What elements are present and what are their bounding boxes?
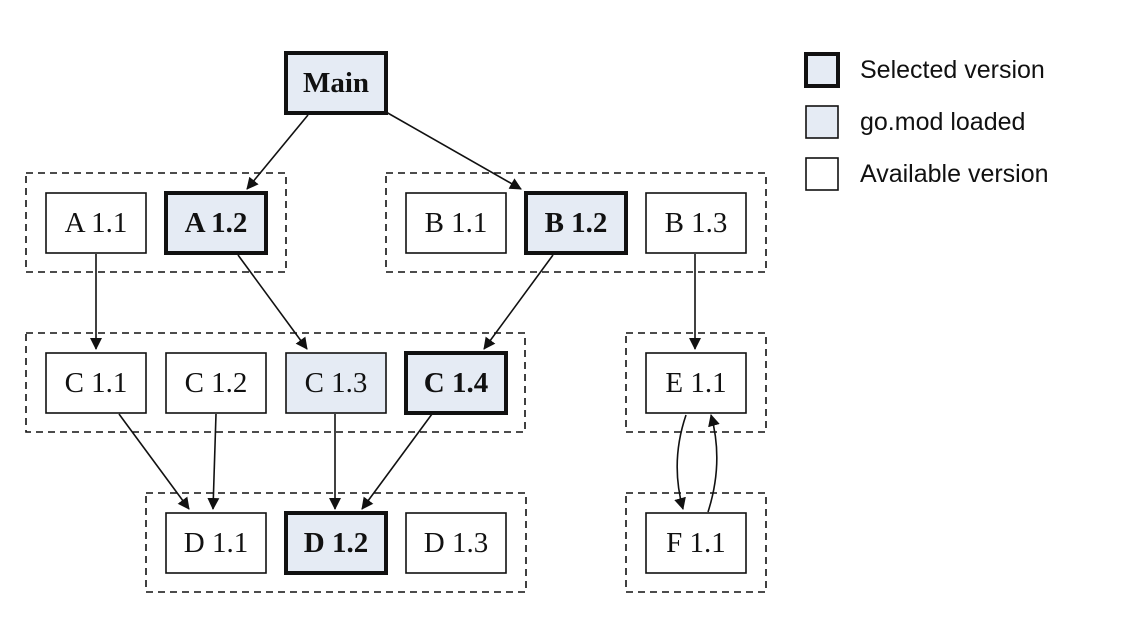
legend-item-available: Available version — [805, 157, 1049, 191]
node-e11: E 1.1 — [645, 352, 747, 414]
edge-a12-to-c13 — [237, 254, 308, 350]
legend-item-loaded: go.mod loaded — [805, 105, 1025, 139]
legend-item-selected: Selected version — [804, 52, 1045, 88]
node-main: Main — [284, 51, 388, 115]
node-label: D 1.2 — [304, 527, 368, 559]
edge-main-to-a12 — [246, 114, 309, 190]
module-groups — [25, 172, 767, 593]
node-label: B 1.3 — [665, 207, 728, 239]
legend-label: go.mod loaded — [860, 108, 1025, 136]
node-b13: B 1.3 — [645, 192, 747, 254]
edge-main-to-b12 — [385, 111, 522, 190]
node-c11: C 1.1 — [45, 352, 147, 414]
module-group-c — [25, 332, 526, 433]
edge-c11-to-d11 — [118, 413, 190, 510]
node-label: B 1.1 — [425, 207, 488, 239]
edge-e11-to-f11 — [674, 414, 687, 510]
legend-label: Selected version — [860, 56, 1045, 84]
node-label: Main — [303, 67, 369, 99]
node-b12: B 1.2 — [524, 191, 628, 255]
node-label: B 1.2 — [545, 207, 608, 239]
node-label: E 1.1 — [665, 367, 726, 399]
legend-label: Available version — [860, 160, 1049, 188]
node-c13: C 1.3 — [285, 352, 387, 414]
node-label: C 1.3 — [305, 367, 368, 399]
node-c12: C 1.2 — [165, 352, 267, 414]
node-label: C 1.4 — [424, 367, 488, 399]
node-d12: D 1.2 — [284, 511, 388, 575]
edge-b12-to-c14 — [483, 254, 554, 350]
node-label: F 1.1 — [666, 527, 726, 559]
dependency-edges — [90, 111, 720, 513]
legend: Selected version go.mod loaded Available… — [804, 52, 1049, 191]
edge-f11-to-e11 — [707, 414, 720, 513]
node-label: C 1.1 — [65, 367, 128, 399]
node-c14: C 1.4 — [404, 351, 508, 415]
node-a11: A 1.1 — [45, 192, 147, 254]
node-f11: F 1.1 — [645, 512, 747, 574]
node-a12: A 1.2 — [164, 191, 268, 255]
edge-c12-to-d11 — [207, 413, 220, 510]
node-label: C 1.2 — [185, 367, 248, 399]
node-d11: D 1.1 — [165, 512, 267, 574]
node-label: A 1.2 — [185, 207, 248, 239]
edge-c14-to-d12 — [361, 413, 433, 510]
node-d13: D 1.3 — [405, 512, 507, 574]
node-b11: B 1.1 — [405, 192, 507, 254]
node-label: D 1.1 — [184, 527, 248, 559]
node-label: D 1.3 — [424, 527, 488, 559]
node-label: A 1.1 — [65, 207, 128, 239]
